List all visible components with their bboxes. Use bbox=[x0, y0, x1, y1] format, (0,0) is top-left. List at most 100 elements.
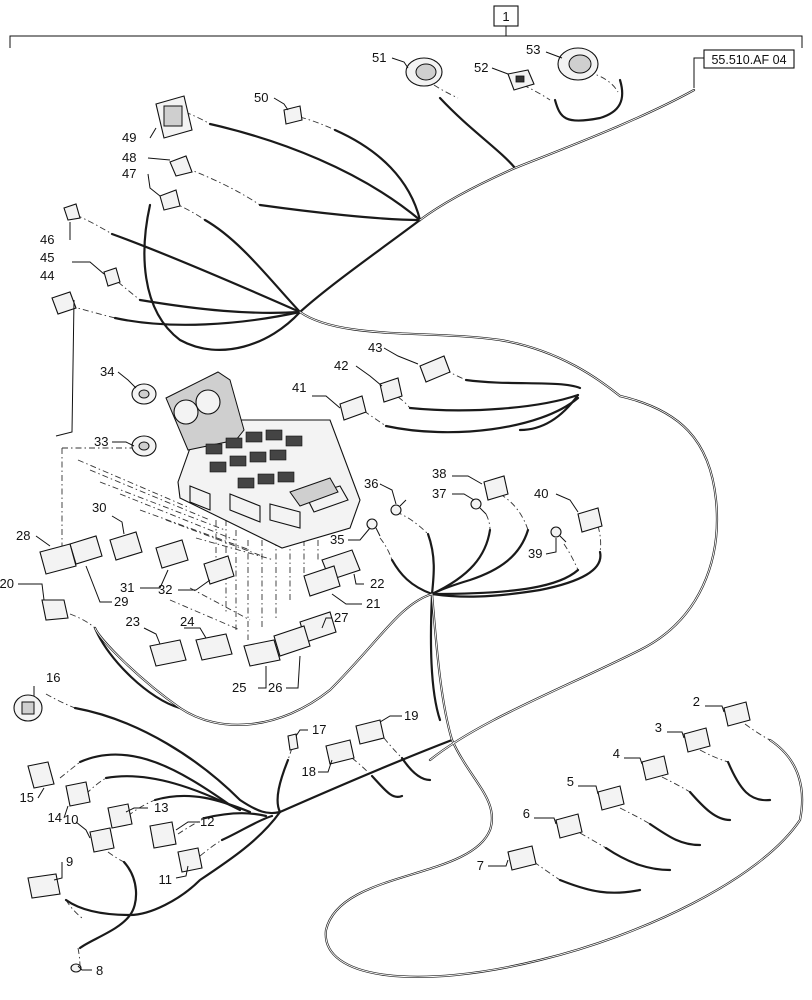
callout-11[interactable]: 11 bbox=[159, 872, 173, 887]
connector-11[interactable] bbox=[177, 847, 203, 873]
connector-7[interactable] bbox=[507, 845, 537, 871]
connector-46[interactable] bbox=[63, 203, 81, 221]
connector-4[interactable] bbox=[641, 755, 669, 781]
callout-8[interactable]: 8 bbox=[96, 963, 103, 978]
callout-45[interactable]: 45 bbox=[40, 250, 54, 265]
connector-21[interactable] bbox=[303, 565, 341, 597]
callout-46[interactable]: 46 bbox=[40, 232, 54, 247]
callout-22[interactable]: 22 bbox=[370, 576, 384, 591]
ring-terminal-35[interactable] bbox=[366, 518, 381, 537]
connector-51[interactable] bbox=[405, 57, 443, 87]
callout-4[interactable]: 4 bbox=[613, 746, 620, 761]
callout-50[interactable]: 50 bbox=[254, 90, 268, 105]
callout-6[interactable]: 6 bbox=[523, 806, 530, 821]
callout-30[interactable]: 30 bbox=[92, 500, 106, 515]
connector-23[interactable] bbox=[149, 639, 187, 667]
callout-18[interactable]: 18 bbox=[302, 764, 316, 779]
grommet-34[interactable] bbox=[131, 383, 157, 405]
callout-53[interactable]: 53 bbox=[526, 42, 540, 57]
connector-44[interactable] bbox=[51, 291, 77, 315]
callout-43[interactable]: 43 bbox=[368, 340, 382, 355]
connector-5[interactable] bbox=[597, 785, 625, 811]
callout-25[interactable]: 25 bbox=[232, 680, 246, 695]
ring-terminal-37[interactable] bbox=[470, 498, 487, 515]
ring-terminal-39[interactable] bbox=[550, 526, 567, 543]
callout-47[interactable]: 47 bbox=[122, 166, 136, 181]
connector-28[interactable] bbox=[39, 543, 77, 575]
callout-21[interactable]: 21 bbox=[366, 596, 380, 611]
connector-17[interactable] bbox=[287, 733, 299, 751]
callout-17[interactable]: 17 bbox=[312, 722, 326, 737]
callout-2[interactable]: 2 bbox=[693, 694, 700, 709]
callout-35[interactable]: 35 bbox=[330, 532, 344, 547]
callout-15[interactable]: 15 bbox=[20, 790, 34, 805]
callout-40[interactable]: 40 bbox=[534, 486, 548, 501]
ring-terminal-36[interactable] bbox=[390, 499, 407, 516]
connector-32[interactable] bbox=[203, 555, 235, 585]
callout-38[interactable]: 38 bbox=[432, 466, 446, 481]
connector-30[interactable] bbox=[109, 531, 143, 561]
connector-41[interactable] bbox=[339, 395, 367, 421]
callout-28[interactable]: 28 bbox=[16, 528, 30, 543]
connector-20[interactable] bbox=[41, 599, 69, 621]
callout-44[interactable]: 44 bbox=[40, 268, 54, 283]
connector-42[interactable] bbox=[379, 377, 403, 403]
connector-6[interactable] bbox=[555, 813, 583, 839]
callout-14[interactable]: 14 bbox=[48, 810, 62, 825]
connector-13[interactable] bbox=[107, 803, 133, 829]
callout-20[interactable]: 20 bbox=[0, 576, 14, 591]
callout-7[interactable]: 7 bbox=[477, 858, 484, 873]
callout-51[interactable]: 51 bbox=[372, 50, 386, 65]
callout-26[interactable]: 26 bbox=[268, 680, 282, 695]
grommet-33[interactable] bbox=[131, 435, 157, 457]
callout-49[interactable]: 49 bbox=[122, 130, 136, 145]
callout-12[interactable]: 12 bbox=[200, 814, 214, 829]
connector-53[interactable] bbox=[557, 47, 599, 81]
connector-31[interactable] bbox=[155, 539, 189, 569]
connector-25[interactable] bbox=[243, 639, 281, 667]
connector-18[interactable] bbox=[325, 739, 355, 765]
connector-9[interactable] bbox=[27, 873, 61, 899]
connector-43[interactable] bbox=[419, 355, 451, 383]
connector-3[interactable] bbox=[683, 727, 711, 753]
callout-23[interactable]: 23 bbox=[126, 614, 140, 629]
callout-9[interactable]: 9 bbox=[66, 854, 73, 869]
callout-41[interactable]: 41 bbox=[292, 380, 306, 395]
connector-45[interactable] bbox=[103, 267, 121, 287]
connector-38[interactable] bbox=[483, 475, 509, 501]
callout-36[interactable]: 36 bbox=[364, 476, 378, 491]
callout-34[interactable]: 34 bbox=[100, 364, 114, 379]
connector-47[interactable] bbox=[159, 189, 181, 211]
connector-40[interactable] bbox=[577, 507, 603, 533]
callout-16[interactable]: 16 bbox=[46, 670, 60, 685]
callout-10[interactable]: 10 bbox=[64, 812, 78, 827]
callout-29[interactable]: 29 bbox=[114, 594, 128, 609]
connector-15[interactable] bbox=[27, 761, 55, 789]
reference-box[interactable]: 55.510.AF 04 bbox=[693, 49, 795, 88]
connector-48[interactable] bbox=[169, 155, 193, 177]
callout-39[interactable]: 39 bbox=[528, 546, 542, 561]
connector-14[interactable] bbox=[65, 781, 91, 807]
callout-24[interactable]: 24 bbox=[180, 614, 194, 629]
connector-12[interactable] bbox=[149, 821, 177, 849]
callout-48[interactable]: 48 bbox=[122, 150, 136, 165]
callout-33[interactable]: 33 bbox=[94, 434, 108, 449]
callout-42[interactable]: 42 bbox=[334, 358, 348, 373]
connector-10[interactable] bbox=[89, 827, 115, 853]
callout-5[interactable]: 5 bbox=[567, 774, 574, 789]
connector-52[interactable] bbox=[507, 69, 535, 91]
callout-32[interactable]: 32 bbox=[158, 582, 172, 597]
callout-19[interactable]: 19 bbox=[404, 708, 418, 723]
connector-24[interactable] bbox=[195, 633, 233, 661]
connector-16[interactable] bbox=[13, 694, 43, 722]
connector-50[interactable] bbox=[283, 105, 303, 125]
connector-26[interactable] bbox=[273, 625, 311, 657]
callout-3[interactable]: 3 bbox=[655, 720, 662, 735]
connector-49[interactable] bbox=[155, 95, 193, 139]
callout-52[interactable]: 52 bbox=[474, 60, 488, 75]
callout-13[interactable]: 13 bbox=[154, 800, 168, 815]
connector-2[interactable] bbox=[723, 701, 751, 727]
callout-37[interactable]: 37 bbox=[432, 486, 446, 501]
callout-27[interactable]: 27 bbox=[334, 610, 348, 625]
callout-31[interactable]: 31 bbox=[120, 580, 134, 595]
